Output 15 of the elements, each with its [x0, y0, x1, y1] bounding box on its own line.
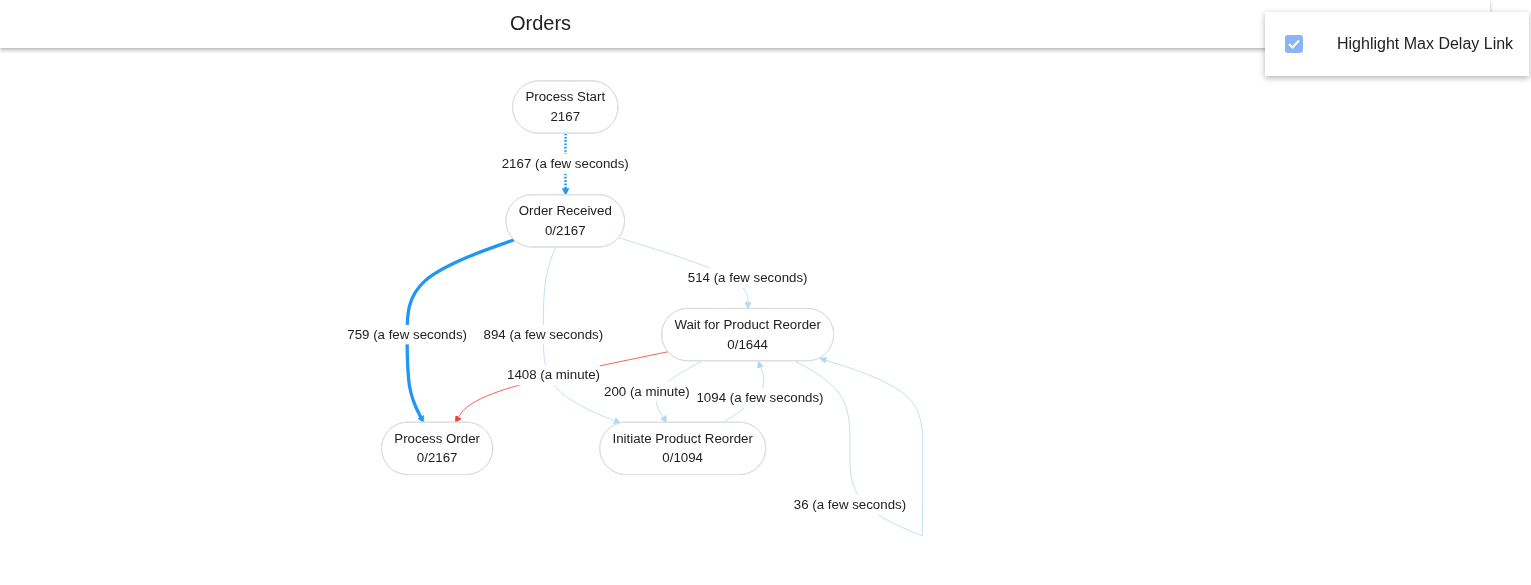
node-text: Process Order 0/2167 [394, 430, 480, 465]
edge-label: 759 (a few seconds) [347, 327, 467, 342]
node-text: Process Start 2167 [525, 89, 606, 124]
edge-label: 1094 (a few seconds) [696, 390, 824, 405]
node-text: Wait for Product Reorder 0/1644 [674, 317, 821, 352]
node-text: Order Received 0/2167 [518, 203, 612, 238]
edge-label: 2167 (a few seconds) [501, 156, 629, 171]
checkbox-label: Highlight Max Delay Link [1337, 35, 1514, 53]
page-title: Orders [510, 12, 572, 35]
edge-label: 1408 (a minute) [506, 367, 601, 382]
edge-label: 514 (a few seconds) [687, 270, 808, 285]
edge-label: 200 (a minute) [604, 384, 690, 399]
edge-label: 36 (a few seconds) [793, 497, 907, 512]
edge-label: 894 (a few seconds) [483, 327, 604, 342]
node-text: Initiate Product Reorder 0/1094 [612, 430, 753, 465]
